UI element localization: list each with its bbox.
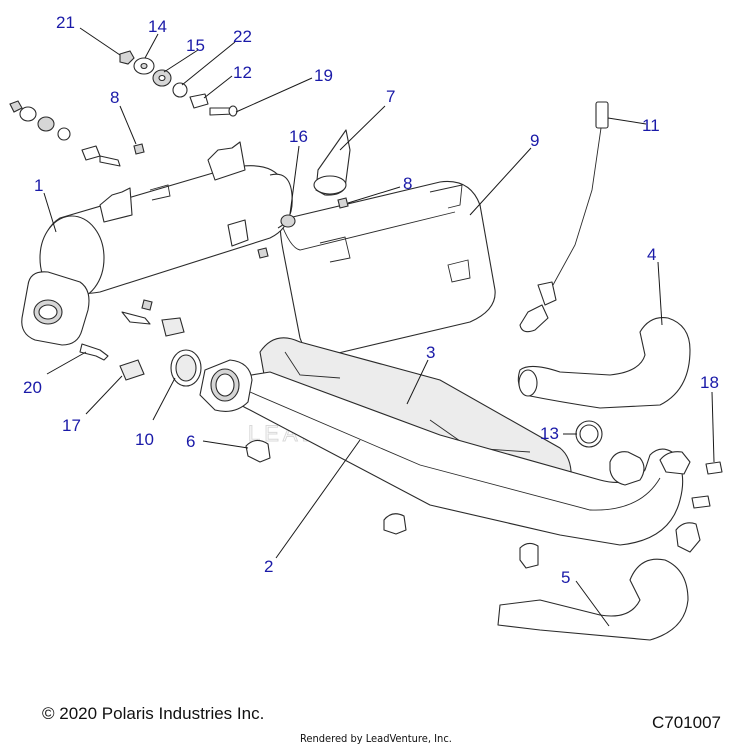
part-22-washer	[172, 82, 188, 98]
callout-5: 5	[561, 568, 570, 587]
part-20-bolt	[79, 343, 109, 361]
part-6-clamp	[245, 439, 271, 463]
callout-7: 7	[386, 87, 395, 106]
callout-3: 3	[426, 343, 435, 362]
rendered-by-text: Rendered by LeadVenture, Inc.	[300, 732, 452, 745]
callout-22: 22	[233, 27, 252, 46]
part-21-nut	[119, 50, 135, 65]
part-1-muffler	[21, 141, 293, 346]
callout-16: 16	[289, 127, 308, 146]
part-8-bolt-lower	[337, 197, 349, 209]
part-18-bolt	[705, 461, 723, 475]
callout-1: 1	[34, 176, 43, 195]
part-11-o2-sensor	[519, 101, 609, 333]
callout-17: 17	[62, 416, 81, 435]
callout-8-lower: 8	[403, 174, 412, 193]
part-5-head-pipe-shield	[497, 558, 689, 641]
callout-15: 15	[186, 36, 205, 55]
part-8-bolt-upper	[133, 143, 145, 155]
callout-14: 14	[148, 17, 167, 36]
callout-11: 11	[642, 116, 660, 135]
callout-9: 9	[530, 131, 539, 150]
diagram-code: C701007	[652, 713, 722, 732]
callout-6: 6	[186, 432, 195, 451]
part-7-spark-arrestor	[313, 129, 351, 196]
part-17-spring	[119, 359, 145, 381]
part-4-head-pipe-upper	[517, 317, 691, 409]
copyright-text: © 2020 Polaris Industries Inc.	[42, 704, 265, 723]
callout-12: 12	[233, 63, 252, 82]
hardware-group	[9, 50, 723, 569]
callout-19: 19	[314, 66, 333, 85]
callout-13: 13	[540, 424, 559, 443]
leader-lines	[43, 27, 715, 627]
part-16-nut	[280, 214, 296, 228]
callout-8-upper: 8	[110, 88, 119, 107]
callout-18: 18	[700, 373, 719, 392]
callout-21: 21	[56, 13, 75, 32]
callout-20: 20	[23, 378, 42, 397]
part-2-head-pipe	[199, 359, 684, 546]
part-9-heat-shield	[279, 180, 496, 356]
callout-10: 10	[135, 430, 154, 449]
callout-2: 2	[264, 557, 273, 576]
callout-labels: 21 14 15 22 12 19 8 7 16 9 11 1 8 4 3 20…	[23, 13, 719, 587]
part-12-spacer	[189, 93, 209, 109]
callout-4: 4	[647, 245, 656, 264]
